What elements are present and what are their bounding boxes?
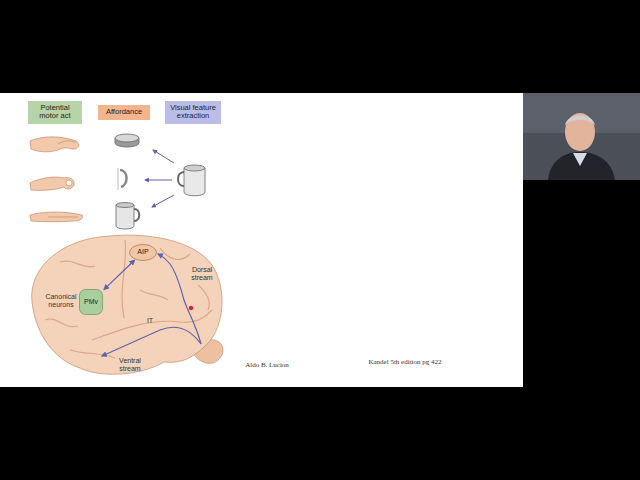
aip-oval: AIP <box>129 244 157 261</box>
node-text: PMv <box>84 298 98 306</box>
brain-figure <box>32 235 223 374</box>
hand-figures <box>30 137 83 222</box>
header-box: Visual feature extraction <box>165 101 221 124</box>
connector-arrow <box>104 260 134 289</box>
node-text: Visual feature extraction <box>168 104 218 121</box>
node-text: Potential motor act <box>31 104 79 121</box>
node-text: AIP <box>137 248 148 256</box>
node-text: Affordance <box>106 108 142 116</box>
stream-label: Ventral stream <box>114 357 146 372</box>
feature-arrows <box>145 150 174 207</box>
presenter-video <box>523 93 640 180</box>
stream-label: Dorsal stream <box>186 266 218 281</box>
region-label: IT <box>142 317 158 325</box>
header-box: Potential motor act <box>28 101 82 124</box>
region-label: Canonical neurons <box>40 293 82 308</box>
source-reference: Kandel 5th edition pg 422 <box>340 359 470 367</box>
pmv-box: PMv <box>79 289 103 315</box>
author-credit: Aldo B. Lucion <box>232 362 302 370</box>
slide-background <box>0 93 523 387</box>
header-box: Affordance <box>98 105 150 120</box>
affordance-icons <box>115 134 205 229</box>
